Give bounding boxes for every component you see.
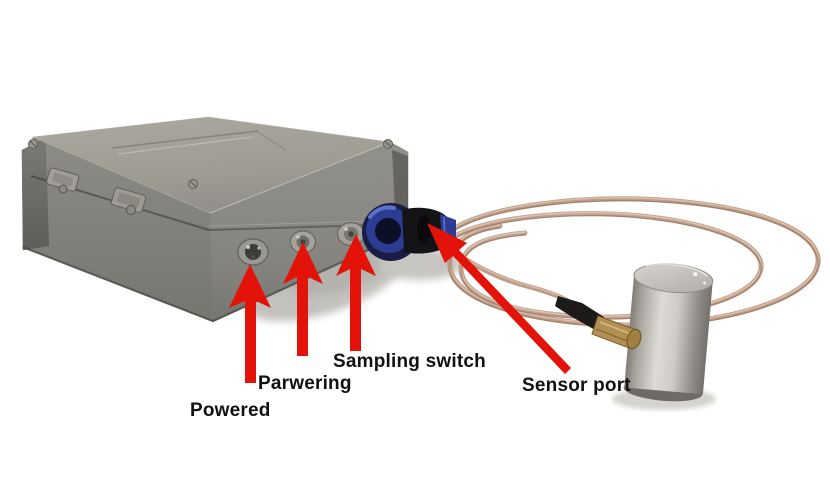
hinge-latch-2 bbox=[110, 187, 147, 213]
box-bottom-left-edge bbox=[22, 246, 214, 322]
hinge-latch-1 bbox=[46, 167, 80, 192]
sensor-port-arrow bbox=[427, 223, 571, 374]
cable-loop-outer bbox=[447, 196, 821, 328]
sensor-cable-boot bbox=[555, 296, 604, 331]
data-acquisition-box bbox=[21, 116, 409, 323]
hinge-screw-1 bbox=[58, 184, 68, 194]
parwering-label: Parwering bbox=[258, 373, 352, 394]
sensor-probe bbox=[623, 263, 714, 402]
hinge-screw-2 bbox=[126, 205, 136, 215]
cable-loop-inner bbox=[449, 211, 764, 320]
lid-recess bbox=[111, 130, 287, 155]
sma-connector bbox=[591, 315, 642, 350]
powered-label: Powered bbox=[190, 400, 271, 421]
powered-arrow bbox=[229, 264, 271, 383]
sampling-switch-arrow bbox=[336, 234, 376, 351]
lid-screws bbox=[28, 139, 393, 189]
box-left-face bbox=[21, 138, 50, 251]
annotation-arrows bbox=[229, 223, 571, 383]
parwering-arrow bbox=[283, 242, 323, 356]
sampling-switch-port bbox=[336, 221, 366, 247]
lid-edge-highlight bbox=[209, 141, 391, 214]
power-connector-port bbox=[237, 238, 269, 266]
sampling-switch-label: Sampling switch bbox=[333, 351, 486, 372]
sensor-port-label: Sensor port bbox=[522, 375, 631, 396]
